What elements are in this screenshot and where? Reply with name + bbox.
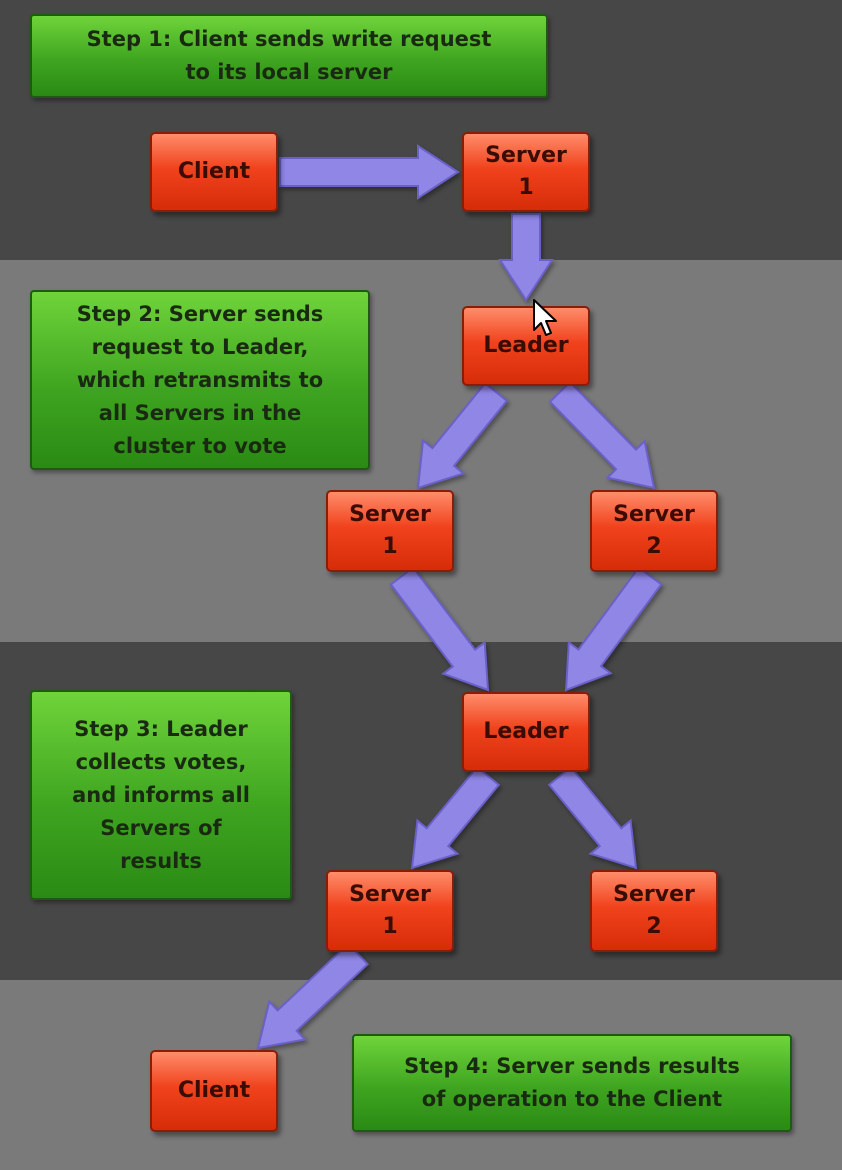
arrow-server1-to-leader	[498, 213, 554, 302]
arrow-client-to-server1	[279, 144, 460, 200]
client-node-top: Client	[150, 132, 278, 212]
server-1-node-results: Server 1	[326, 870, 454, 952]
arrow-server1-to-leader	[389, 566, 490, 692]
leader-node-vote: Leader	[462, 306, 590, 386]
server-1-node-top: Server 1	[462, 132, 590, 212]
server-1-node-vote: Server 1	[326, 490, 454, 572]
arrow-leader-to-server1	[410, 765, 501, 870]
server-2-node-results: Server 2	[590, 870, 718, 952]
step-2-box: Step 2: Server sends request to Leader, …	[30, 290, 370, 470]
step-3-box: Step 3: Leader collects votes, and infor…	[30, 690, 292, 900]
step-1-box: Step 1: Client sends write request to it…	[30, 14, 548, 98]
arrow-leader-to-server1	[416, 381, 509, 490]
leader-node-results: Leader	[462, 692, 590, 772]
arrow-server1-to-client	[256, 942, 370, 1050]
arrow-server2-to-leader	[564, 566, 663, 692]
arrow-leader-to-server2	[548, 380, 656, 490]
step-4-box: Step 4: Server sends results of operatio…	[352, 1034, 792, 1132]
mouse-cursor-icon	[533, 299, 557, 336]
server-2-node-vote: Server 2	[590, 490, 718, 572]
arrow-leader-to-server2	[547, 765, 638, 870]
client-node-bottom: Client	[150, 1050, 278, 1132]
